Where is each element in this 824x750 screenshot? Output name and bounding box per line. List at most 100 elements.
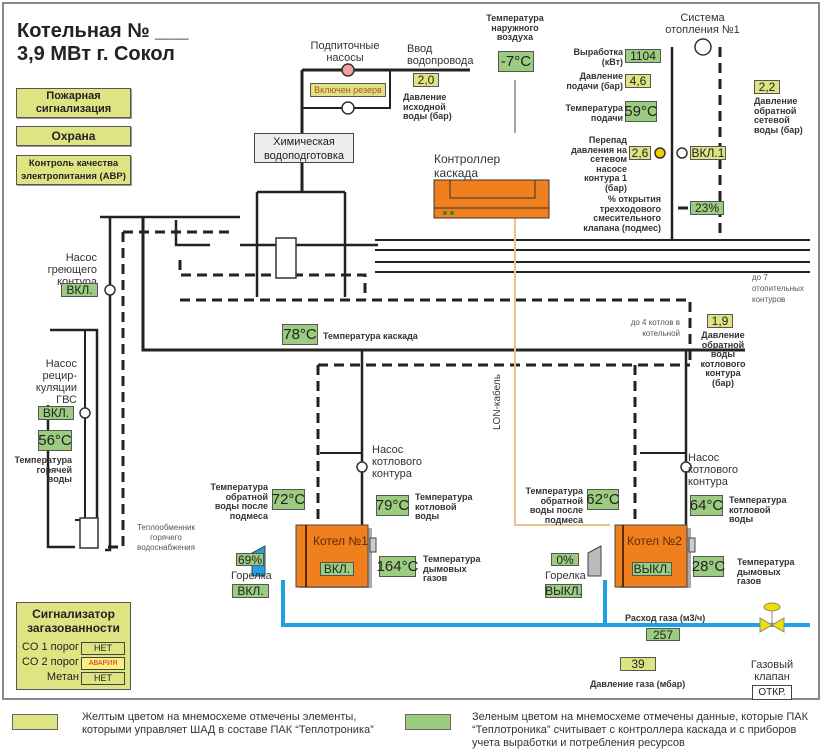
boiler2-burner-label: Горелка <box>545 570 586 582</box>
diff-pressure-label: Перепад давления на сетевом насосе конту… <box>571 135 627 193</box>
boiler1-flue-temp-label: Температура дымовых газов <box>423 554 481 583</box>
boiler2-name: Котел №2 <box>627 534 682 548</box>
boiler2-return-temp-unit: °C <box>602 491 620 508</box>
more-circuits-label: до 7 отопительных контуров <box>752 273 804 304</box>
gas-pressure: 39 <box>620 657 656 671</box>
controller-label: Контроллер каскада <box>434 152 501 180</box>
boilers-note: до 4 котлов в котельной <box>630 318 680 338</box>
lon-cable-label: LON-кабель <box>492 374 503 430</box>
network-pump-status[interactable]: ВКЛ.1 <box>690 146 726 160</box>
gas-detector-panel: Сигнализатор загазованности CO 1 порог Н… <box>16 602 131 690</box>
cascade-temp: 78°C <box>282 324 318 345</box>
boiler1-return-temp: 72°C <box>272 489 305 510</box>
methane-value: НЕТ <box>81 672 125 685</box>
boiler2-water-temp-label: Температура котловой воды <box>729 495 787 524</box>
boiler1-water-temp-number: 79 <box>375 497 393 514</box>
gas-valve-status[interactable]: ОТКР. <box>752 685 792 700</box>
boiler1-burner-load: 69% <box>236 552 264 567</box>
heating-system-title: Система отопления №1 <box>665 12 740 36</box>
boiler1-burner-label: Горелка <box>231 570 272 582</box>
network-pump-icon <box>694 38 712 56</box>
supply-pressure-label: Давление подачи (бар) <box>566 71 623 91</box>
boiler1-flue-temp-number: 164 <box>376 558 402 575</box>
gas-valve-label: Газовый клапан <box>750 659 794 683</box>
outdoor-temp-unit: °C <box>514 53 532 70</box>
legend-yellow-text: Желтым цветом на мнемосхеме отмечены эле… <box>82 711 374 736</box>
legend-green-text: Зеленым цветом на мнемосхеме отмечены да… <box>472 711 808 749</box>
valve-label: % открытия трехходового смесительного кл… <box>583 194 661 233</box>
outdoor-temp-label: Температура наружного воздуха <box>486 13 544 42</box>
security-button[interactable]: Охрана <box>16 126 131 146</box>
hot-water-temp-number: 56 <box>38 432 55 449</box>
boiler2-status[interactable]: ВЫКЛ. <box>632 562 672 576</box>
boiler2-return-temp-number: 62 <box>586 491 603 508</box>
boiler1-return-temp-unit: °C <box>288 491 306 508</box>
fire-alarm-button[interactable]: Пожарная сигнализация <box>16 88 131 118</box>
outdoor-temp-number: -7 <box>500 53 515 70</box>
outdoor-temp-value: -7°C <box>498 51 534 72</box>
fire-alarm-label: Пожарная сигнализация <box>35 90 112 115</box>
boiler2-water-temp-number: 64 <box>689 497 707 514</box>
boiler2-pump-label: Насос котлового контура <box>688 452 738 488</box>
reserve-status[interactable]: Включен резерв <box>310 83 386 97</box>
boiler2-icon <box>587 524 696 588</box>
standby-pump-icon <box>676 147 688 159</box>
gas-flow-label: Расход газа (м3/ч) <box>625 613 706 623</box>
recirc-pump-label: Насос рецир-куляции ГВС <box>35 358 77 406</box>
boiler1-water-temp-label: Температура котловой воды <box>415 492 473 521</box>
security-label: Охрана <box>51 128 96 143</box>
co1-value: НЕТ <box>81 642 125 655</box>
makeup-pump-1-icon <box>341 63 355 77</box>
methane-label: Метан <box>46 671 79 683</box>
makeup-pumps-label: Подпиточные насосы <box>310 40 380 64</box>
lon-cable <box>514 215 610 526</box>
hot-water-temp-label: Температура горячей воды <box>14 455 72 484</box>
legend-yellow-swatch <box>12 714 58 730</box>
cascade-temp-unit: °C <box>299 326 317 343</box>
title-line-2: 3,9 МВт г. Сокол <box>17 43 175 65</box>
supply-temp-value: 59°C <box>624 101 658 122</box>
supply-temp-unit: °C <box>640 103 658 120</box>
boiler2-burner-status[interactable]: ВЫКЛ. <box>545 584 582 598</box>
boiler1-return-temp-label: Температура обратной воды после подмеса <box>210 482 268 521</box>
gas-detector-title: Сигнализатор загазованности <box>27 607 120 635</box>
boiler1-flue-temp-unit: °C <box>401 558 419 575</box>
boiler2-burner-load: 0% <box>551 553 579 567</box>
heating-loop-pump-icon <box>104 284 116 296</box>
cascade-temp-number: 78 <box>283 326 300 343</box>
makeup-pump-2-icon <box>341 101 355 115</box>
boiler1-status[interactable]: ВКЛ. <box>320 562 354 576</box>
power-quality-button[interactable]: Контроль качества электропитания (АВР) <box>16 155 131 185</box>
water-inlet-label: Ввод водопровода <box>407 43 474 67</box>
active-pump-icon <box>654 147 666 159</box>
power-quality-label: Контроль качества электропитания (АВР) <box>21 158 126 182</box>
recirc-pump-status[interactable]: ВКЛ. <box>38 406 74 420</box>
hot-water-temp: 56°C <box>38 430 72 451</box>
heat-exchanger-icon <box>275 237 297 279</box>
diff-pressure: 2,6 <box>629 146 651 160</box>
gas-pipe <box>281 580 810 627</box>
inlet-pressure-label: Давление исходной воды (бар) <box>403 92 452 121</box>
supply-temp-number: 59 <box>624 103 641 120</box>
co2-value: АВАРИЯ <box>81 657 125 670</box>
title-line-1: Котельная № ___ <box>17 20 189 42</box>
boiler2-water-temp-unit: °C <box>706 497 724 514</box>
output-value: 1104 <box>625 49 661 63</box>
heating-loop-pump-status[interactable]: ВКЛ. <box>61 283 98 297</box>
supply-pressure: 4,6 <box>625 74 651 88</box>
boiler1-return-temp-number: 72 <box>271 491 289 508</box>
supply-temp-label: Температура подачи <box>565 103 623 123</box>
boiler1-pump-label: Насос котлового контура <box>372 444 422 480</box>
boiler2-return-temp-label: Температура обратной воды после подмеса <box>525 486 583 525</box>
boiler1-icon <box>251 524 377 588</box>
dhw-exchanger-label: Теплообменник горячего водоснабжения <box>136 523 196 552</box>
boiler1-name: Котел №1 <box>313 534 368 548</box>
boiler1-water-temp-unit: °C <box>392 497 410 514</box>
page-title: Котельная № ___ 3,9 МВт г. Сокол <box>17 20 189 66</box>
inlet-pressure: 2,0 <box>413 73 439 87</box>
boiler1-burner-status[interactable]: ВКЛ. <box>232 584 269 598</box>
boiler1-pump-icon <box>356 461 368 473</box>
legend-green-swatch <box>405 714 451 730</box>
boiler1-flue-temp: 164°C <box>376 556 419 577</box>
